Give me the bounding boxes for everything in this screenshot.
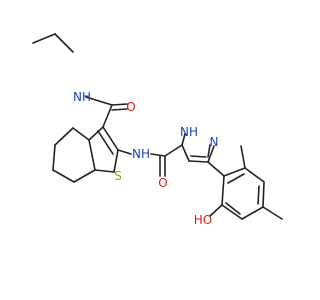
bond xyxy=(111,103,128,106)
bond xyxy=(223,167,246,177)
bond xyxy=(209,204,223,217)
atom-n-pyrazole: N xyxy=(210,135,219,149)
atom-nh-amide-mid: NH xyxy=(132,147,150,161)
atom-labels: NH O S NH O NH N HO xyxy=(73,90,218,227)
atom-nh-amide-top: NH xyxy=(73,90,91,104)
bond xyxy=(72,127,90,141)
bond xyxy=(88,126,104,141)
bonds xyxy=(32,33,283,220)
molecule-canvas: NH O S NH O NH N HO xyxy=(32,33,283,227)
bond xyxy=(94,169,115,173)
bond xyxy=(52,169,75,183)
bond xyxy=(85,96,113,106)
bond xyxy=(262,181,265,208)
bond xyxy=(207,144,211,158)
bond xyxy=(52,144,56,171)
atom-s-thiophene: S xyxy=(114,169,122,183)
bond xyxy=(111,108,128,111)
bond xyxy=(207,161,225,177)
bond xyxy=(164,144,183,157)
bond xyxy=(244,167,265,183)
bond xyxy=(221,175,225,206)
bond xyxy=(221,204,243,220)
atom-ho-phenol: HO xyxy=(194,213,212,227)
bond xyxy=(150,153,166,157)
bond xyxy=(113,149,119,173)
bond xyxy=(54,127,74,146)
bond xyxy=(102,126,119,151)
bond xyxy=(240,145,246,169)
bond xyxy=(102,104,113,128)
bond xyxy=(54,33,74,53)
bond xyxy=(73,169,96,183)
bond xyxy=(97,130,114,155)
atom-o-carbonyl-bottom: O xyxy=(158,176,167,190)
bond xyxy=(32,33,56,44)
bond xyxy=(181,144,190,162)
bond xyxy=(262,206,283,220)
bond xyxy=(227,173,245,184)
bond xyxy=(181,133,186,146)
molecule-structure: NH O S NH O NH N HO xyxy=(32,33,283,227)
bond xyxy=(225,202,241,215)
bond xyxy=(88,139,96,171)
bond xyxy=(241,206,264,220)
bond xyxy=(207,145,215,163)
bond xyxy=(188,160,209,163)
bond xyxy=(190,155,207,158)
bond xyxy=(257,185,260,205)
atom-nh-pyrazole: NH xyxy=(180,125,198,139)
atom-o-carbonyl-top: O xyxy=(126,100,135,114)
bond xyxy=(117,149,132,155)
